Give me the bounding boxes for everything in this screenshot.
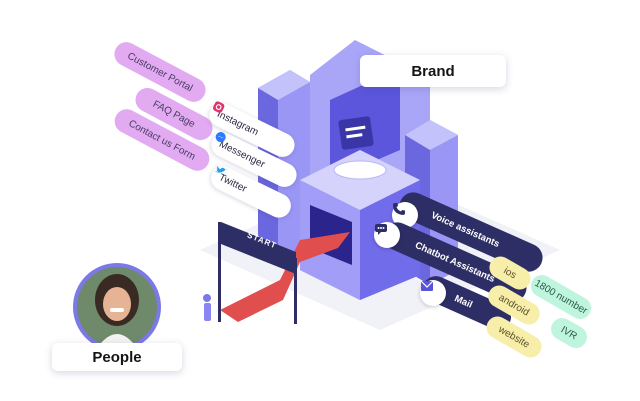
people-label: People	[92, 348, 142, 366]
channel-label: Mail	[452, 292, 475, 311]
people-card: People	[52, 343, 182, 371]
mail-icon	[420, 280, 446, 306]
platform-label: ios	[501, 265, 519, 281]
messenger-icon	[215, 132, 226, 143]
phone-glyph	[393, 203, 405, 215]
phone-line-label: IVR	[559, 324, 579, 342]
chat-icon	[374, 222, 400, 248]
instagram-icon	[213, 101, 225, 113]
mail-glyph	[420, 280, 434, 291]
brand-card: Brand	[360, 55, 506, 87]
brand-label: Brand	[411, 62, 455, 80]
chat-glyph	[375, 224, 387, 235]
channel-instagram: Instagram	[205, 99, 299, 161]
channel-messenger: Messenger	[207, 129, 301, 191]
twitter-icon	[214, 165, 228, 173]
channel-twitter: Twitter	[207, 162, 295, 222]
